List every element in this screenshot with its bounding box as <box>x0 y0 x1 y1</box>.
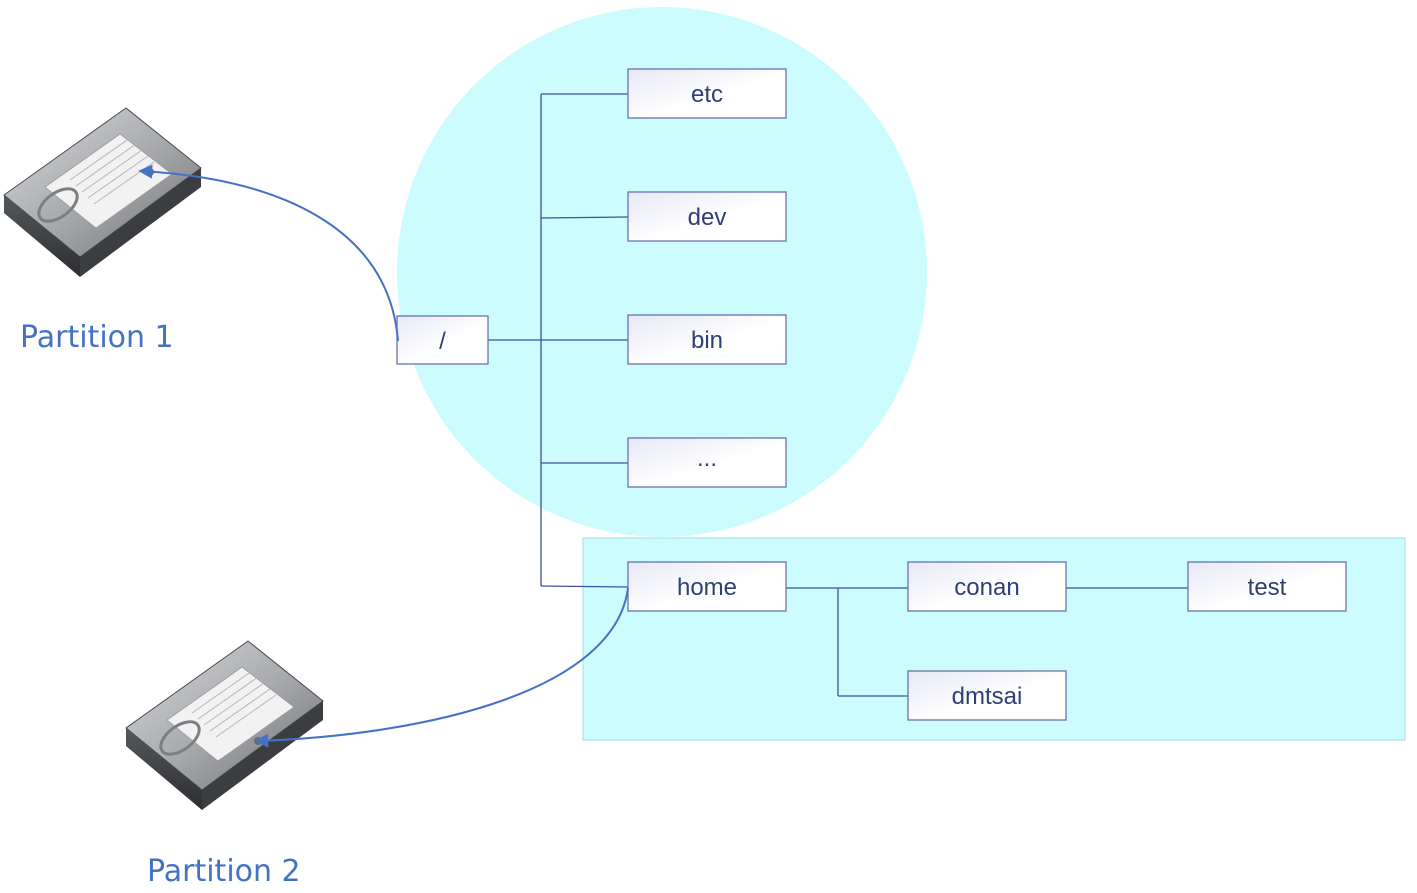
partition-2-label: Partition 2 <box>147 854 301 889</box>
node-dev: dev <box>627 191 787 242</box>
node-bin-label: bin <box>691 327 723 354</box>
node-dev-label: dev <box>688 204 727 231</box>
partition-1-label: Partition 1 <box>20 320 174 355</box>
node-ellipsis: ... <box>627 437 787 488</box>
node-etc-label: etc <box>691 81 723 108</box>
node-ellipsis-label: ... <box>697 445 717 472</box>
node-root-label: / <box>439 328 446 355</box>
node-dmtsai: dmtsai <box>907 670 1067 721</box>
node-test-label: test <box>1248 574 1287 601</box>
hard-drive-2-icon <box>125 640 324 810</box>
node-etc: etc <box>627 68 787 119</box>
node-test: test <box>1187 561 1347 612</box>
node-conan-label: conan <box>954 574 1019 601</box>
node-conan: conan <box>907 561 1067 612</box>
node-home: home <box>627 561 787 612</box>
mount-arrow-root-to-partition-1 <box>138 164 399 342</box>
hard-drive-1-icon <box>3 107 202 277</box>
mount-arrow-home-to-partition-2 <box>254 587 629 748</box>
node-dmtsai-label: dmtsai <box>952 683 1023 710</box>
tree-connectors <box>488 93 1188 697</box>
node-home-label: home <box>677 574 737 601</box>
node-bin: bin <box>627 314 787 365</box>
root-partition-highlight <box>397 7 927 537</box>
node-root: / <box>396 315 489 365</box>
